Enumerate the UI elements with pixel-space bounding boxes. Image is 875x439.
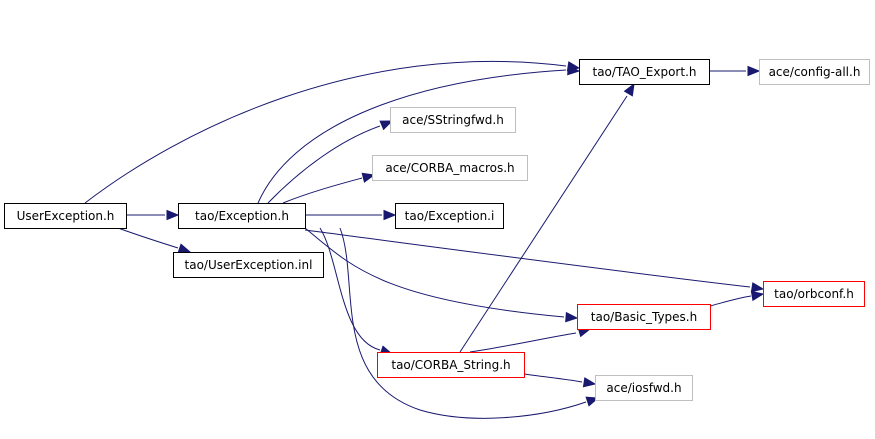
edge-arrowhead xyxy=(379,120,394,131)
edge-line xyxy=(709,295,752,307)
edge-basic-types-h-to-orbconf-h xyxy=(709,290,765,307)
edge-exception-h-to-corba-macros-h xyxy=(282,172,376,204)
node-label: tao/Exception.i xyxy=(405,209,495,223)
edges-layer xyxy=(84,60,765,419)
edge-line xyxy=(319,227,381,351)
node-label: tao/Basic_Types.h xyxy=(591,310,697,324)
edge-exception-h-to-orbconf-h xyxy=(304,229,765,293)
edge-tao-export-h-to-config-all-h xyxy=(709,65,761,77)
node-userexception-h[interactable]: UserException.h xyxy=(4,203,127,229)
node-basic-types-h[interactable]: tao/Basic_Types.h xyxy=(577,304,711,330)
edge-arrowhead xyxy=(567,64,581,76)
edge-arrowhead xyxy=(747,65,761,77)
node-label: tao/TAO_Export.h xyxy=(593,65,697,79)
node-label: ace/iosfwd.h xyxy=(606,381,681,395)
edge-line xyxy=(282,177,363,204)
node-label: UserException.h xyxy=(17,209,115,223)
edge-exception-h-to-exception-i xyxy=(305,209,397,221)
node-box xyxy=(759,59,870,85)
edge-line xyxy=(523,373,583,383)
node-label: tao/CORBA_String.h xyxy=(391,358,510,372)
edge-line xyxy=(304,229,751,288)
node-box xyxy=(178,203,306,229)
edge-arrowhead xyxy=(582,377,597,388)
edge-arrowhead xyxy=(750,282,765,293)
node-sstringfwd-h[interactable]: ace/SStringfwd.h xyxy=(390,107,516,133)
node-orbconf-h[interactable]: tao/orbconf.h xyxy=(763,281,865,307)
node-box xyxy=(577,304,711,330)
edge-arrowhead xyxy=(383,209,397,221)
edge-corba-string-h-to-basic-types-h xyxy=(469,327,592,353)
node-box xyxy=(4,203,127,229)
node-box xyxy=(372,155,528,181)
edge-arrowhead xyxy=(361,172,376,183)
node-exception-i[interactable]: tao/Exception.i xyxy=(395,203,504,229)
edge-exception-h-to-basic-types-h xyxy=(304,227,579,323)
node-corba-macros-h[interactable]: ace/CORBA_macros.h xyxy=(372,155,528,181)
node-box xyxy=(173,252,324,278)
node-label: ace/SStringfwd.h xyxy=(402,113,504,127)
node-box xyxy=(377,352,525,378)
node-userexception-inl[interactable]: tao/UserException.inl xyxy=(173,252,324,278)
edge-corba-string-h-to-iosfwd-h xyxy=(523,373,597,388)
node-label: ace/config-all.h xyxy=(769,65,861,79)
edge-line xyxy=(267,125,381,204)
edge-arrowhead xyxy=(565,311,579,323)
nodes-layer: UserException.h tao/Exception.h tao/UserEx… xyxy=(4,59,870,401)
node-box xyxy=(595,375,693,401)
edge-line xyxy=(257,69,567,204)
edge-line xyxy=(469,332,577,353)
edge-userexception-h-to-userexception-inl xyxy=(117,227,192,254)
node-label: tao/orbconf.h xyxy=(774,287,854,301)
edge-arrowhead xyxy=(166,209,180,221)
edge-exception-h-to-tao-export-h xyxy=(257,64,581,204)
edge-arrowhead xyxy=(623,82,635,97)
node-box xyxy=(390,107,516,133)
edge-userexception-h-to-exception-h xyxy=(126,209,180,221)
node-label: tao/Exception.h xyxy=(195,209,289,223)
node-box xyxy=(763,281,865,307)
node-corba-string-h[interactable]: tao/CORBA_String.h xyxy=(377,352,525,378)
edge-line xyxy=(339,227,587,419)
edge-exception-h-to-sstringfwd-h xyxy=(267,120,394,204)
edge-arrowhead xyxy=(177,243,192,254)
edge-line xyxy=(304,227,565,318)
node-exception-h[interactable]: tao/Exception.h xyxy=(178,203,306,229)
edge-arrowhead xyxy=(750,290,765,302)
node-box xyxy=(395,203,504,229)
edge-line xyxy=(117,227,179,249)
edge-corba-string-h-to-tao-export-h xyxy=(459,82,635,353)
node-iosfwd-h[interactable]: ace/iosfwd.h xyxy=(595,375,693,401)
edge-exception-h-to-corba-string-h xyxy=(319,227,394,356)
node-tao-export-h[interactable]: tao/TAO_Export.h xyxy=(579,59,710,85)
node-box xyxy=(579,59,710,85)
node-label: ace/CORBA_macros.h xyxy=(385,161,514,175)
edge-exception-h-to-iosfwd-h xyxy=(339,227,600,419)
node-config-all-h[interactable]: ace/config-all.h xyxy=(759,59,870,85)
edge-line xyxy=(84,60,567,204)
edge-line xyxy=(459,95,628,353)
node-label: tao/UserException.inl xyxy=(185,258,313,272)
